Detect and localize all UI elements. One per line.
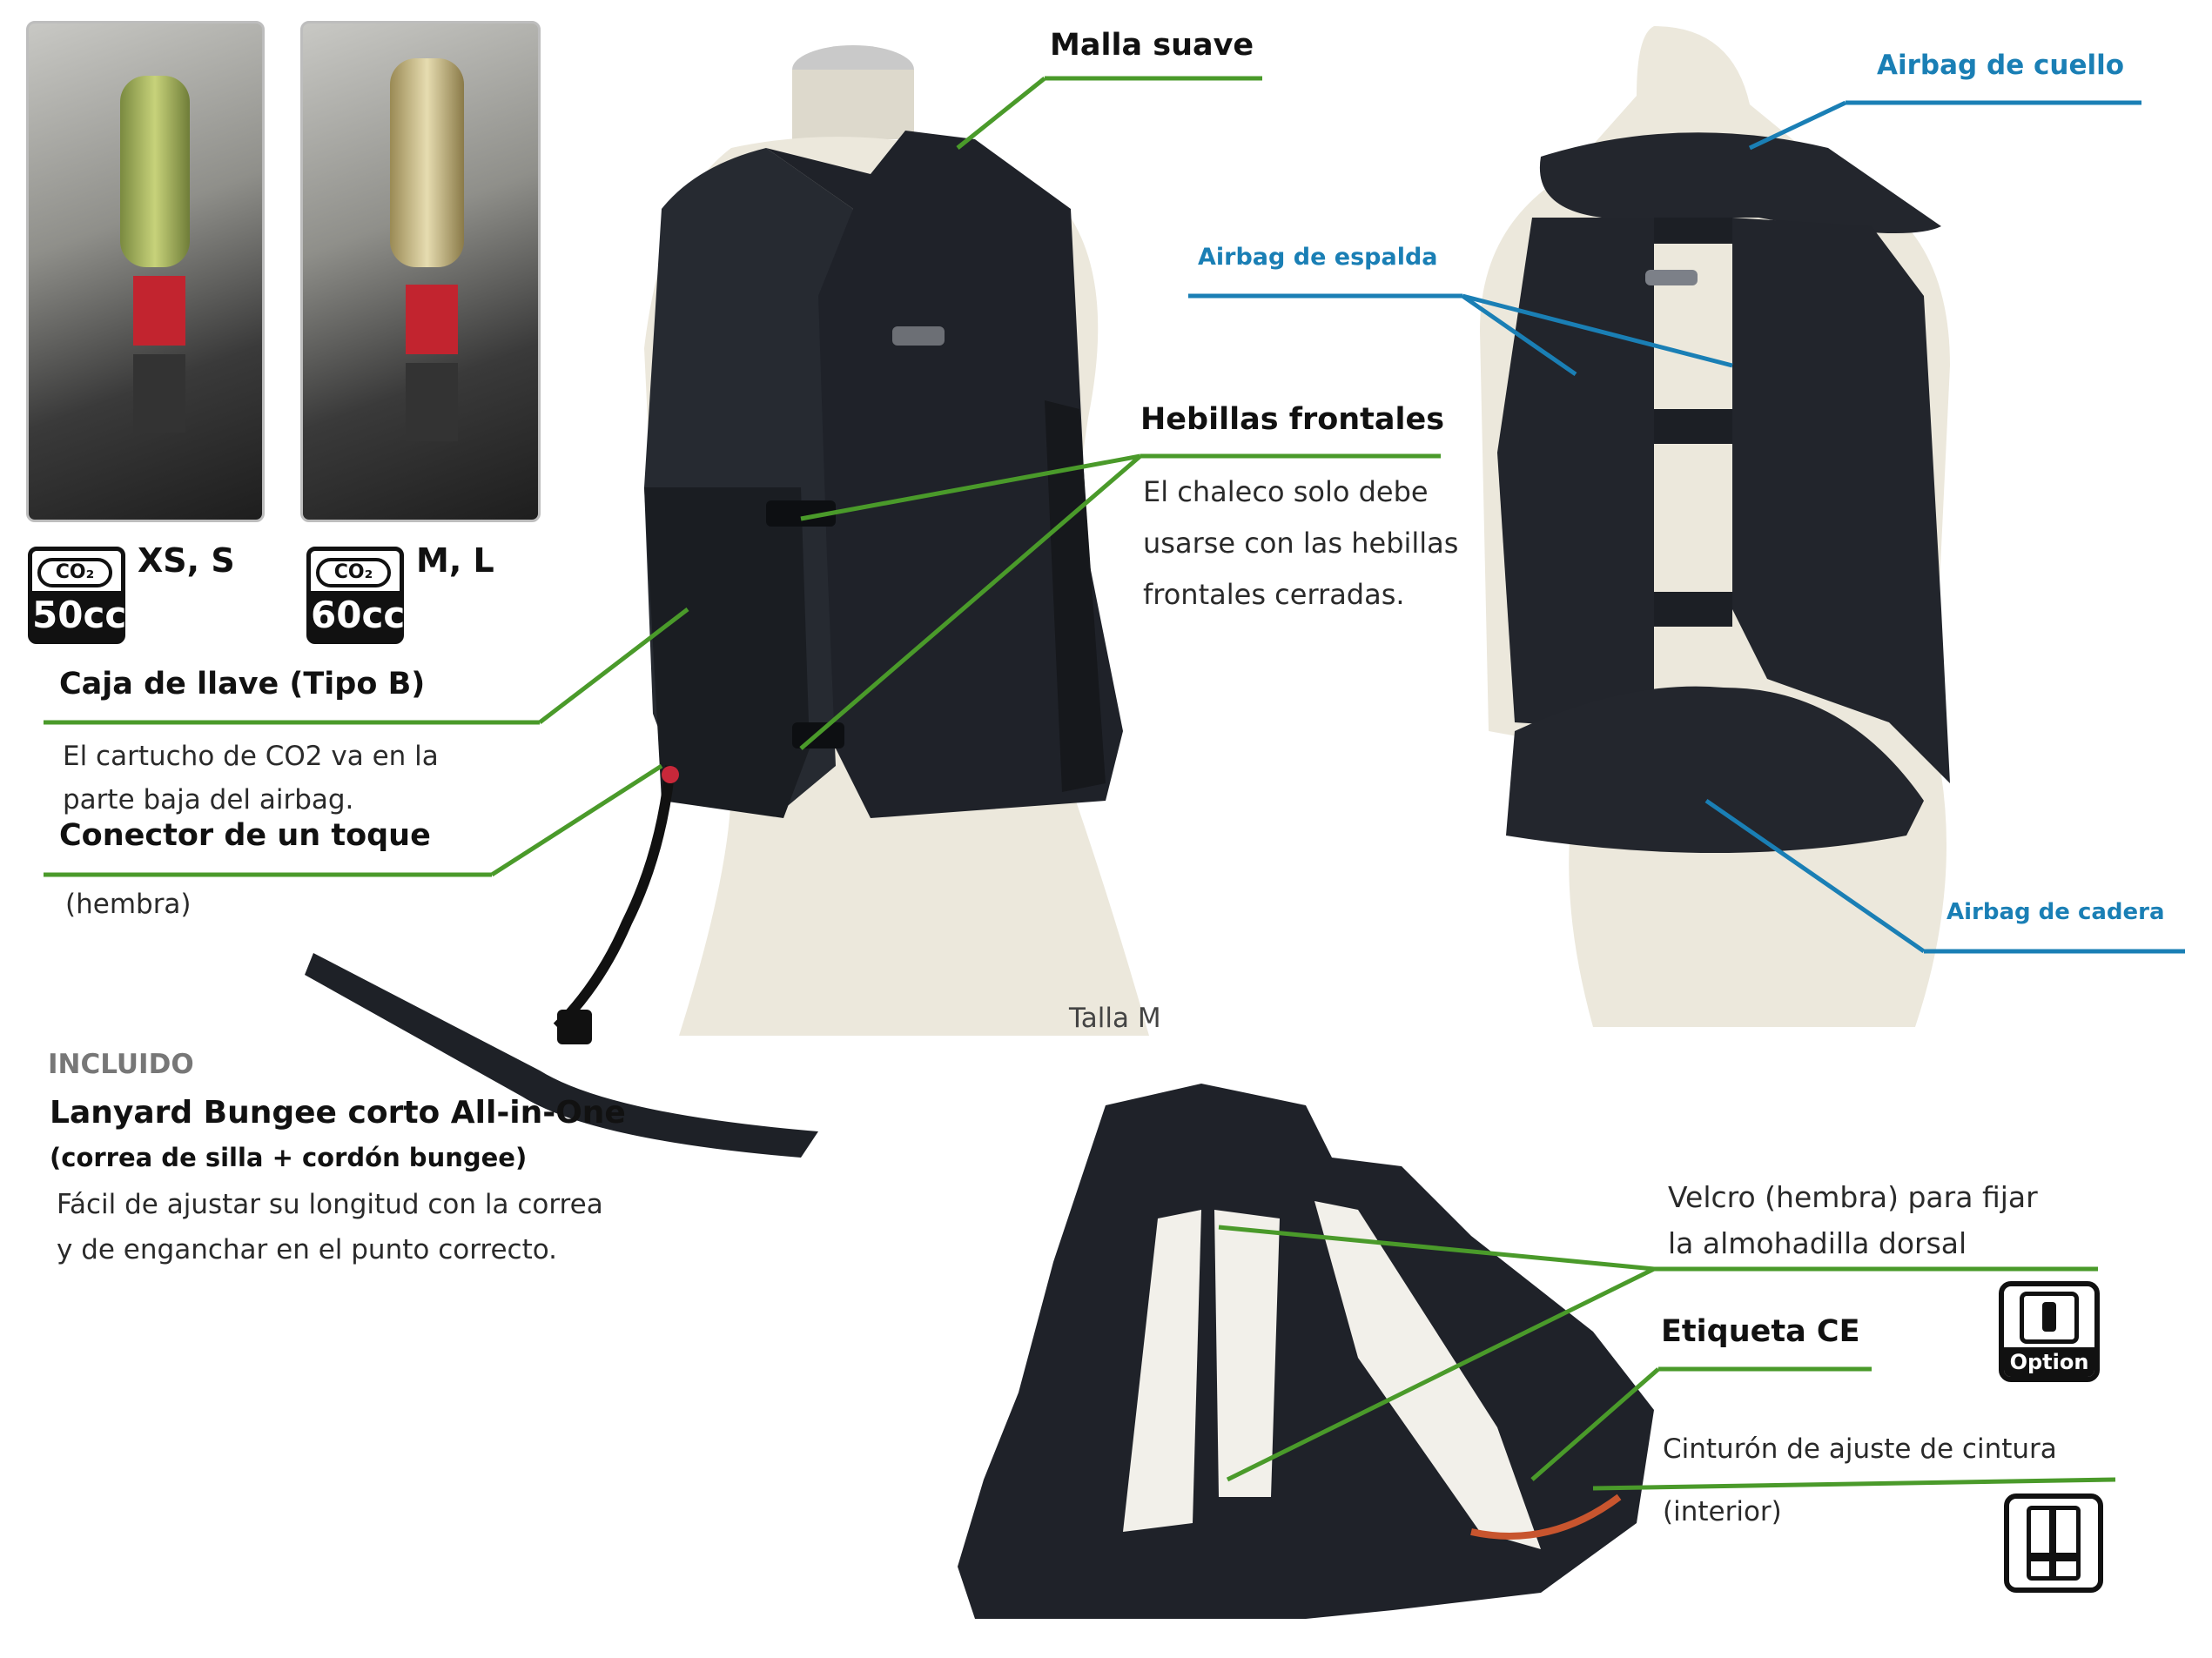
cartridge-photo-small xyxy=(26,21,265,522)
back-airbag-label: Airbag de espalda xyxy=(1198,244,1438,271)
co2-label: CO₂ xyxy=(316,558,391,587)
key-box-desc-line2: parte baja del airbag. xyxy=(63,784,354,816)
lanyard-desc-line2: y de enganchar en el punto correcto. xyxy=(57,1234,558,1265)
ce-label-title: Etiqueta CE xyxy=(1661,1314,1860,1349)
size-range-large: M, L xyxy=(416,541,494,580)
front-vest xyxy=(305,131,1123,1158)
key-box-desc-line1: El cartucho de CO2 va en la xyxy=(63,741,439,772)
hip-airbag-label: Airbag de cadera xyxy=(1946,899,2165,925)
option-backpad-icon: Option xyxy=(1999,1281,2100,1382)
connector-desc: (hembra) xyxy=(65,889,192,920)
velcro-desc-line2: la almohadilla dorsal xyxy=(1668,1226,1967,1260)
lanyard-subtitle: (correa de silla + cordón bungee) xyxy=(50,1143,528,1172)
neck-airbag-label: Airbag de cuello xyxy=(1877,50,2125,81)
waist-belt-desc-line2: (interior) xyxy=(1663,1496,1782,1527)
front-buckles-desc-line1: El chaleco solo debe xyxy=(1143,475,1429,508)
co2-volume: 60cc xyxy=(311,591,405,640)
size-range-small: XS, S xyxy=(138,541,235,580)
co2-badge-icon: CO₂ 50cc xyxy=(28,547,126,644)
co2-volume: 50cc xyxy=(32,591,126,640)
blue-leader-lines xyxy=(1188,100,2185,954)
option-label: Option xyxy=(2004,1347,2094,1377)
front-buckles-title: Hebillas frontales xyxy=(1140,402,1445,437)
soft-mesh-label: Malla suave xyxy=(1050,28,1254,63)
waist-belt-desc-line1: Cinturón de ajuste de cintura xyxy=(1663,1433,2057,1465)
lanyard-desc-line1: Fácil de ajustar su longitud con la corr… xyxy=(57,1189,603,1220)
included-label: INCLUIDO xyxy=(48,1049,194,1080)
key-box-title: Caja de llave (Tipo B) xyxy=(59,667,426,701)
co2-label: CO₂ xyxy=(37,558,112,587)
green-leader-lines xyxy=(44,76,2116,1491)
inner-vest xyxy=(958,1084,1654,1619)
cartridge-photo-large xyxy=(300,21,541,522)
front-buckles-desc-line2: usarse con las hebillas xyxy=(1143,527,1459,560)
front-buckles-desc-line3: frontales cerradas. xyxy=(1143,578,1405,611)
size-caption: Talla M xyxy=(1069,1003,1161,1034)
waist-belt-icon xyxy=(2004,1494,2103,1593)
connector-title: Conector de un toque xyxy=(59,818,431,853)
lanyard-title: Lanyard Bungee corto All-in-One xyxy=(50,1095,626,1131)
co2-badge-icon: CO₂ 60cc xyxy=(306,547,405,644)
velcro-desc-line1: Velcro (hembra) para fijar xyxy=(1668,1180,2038,1214)
